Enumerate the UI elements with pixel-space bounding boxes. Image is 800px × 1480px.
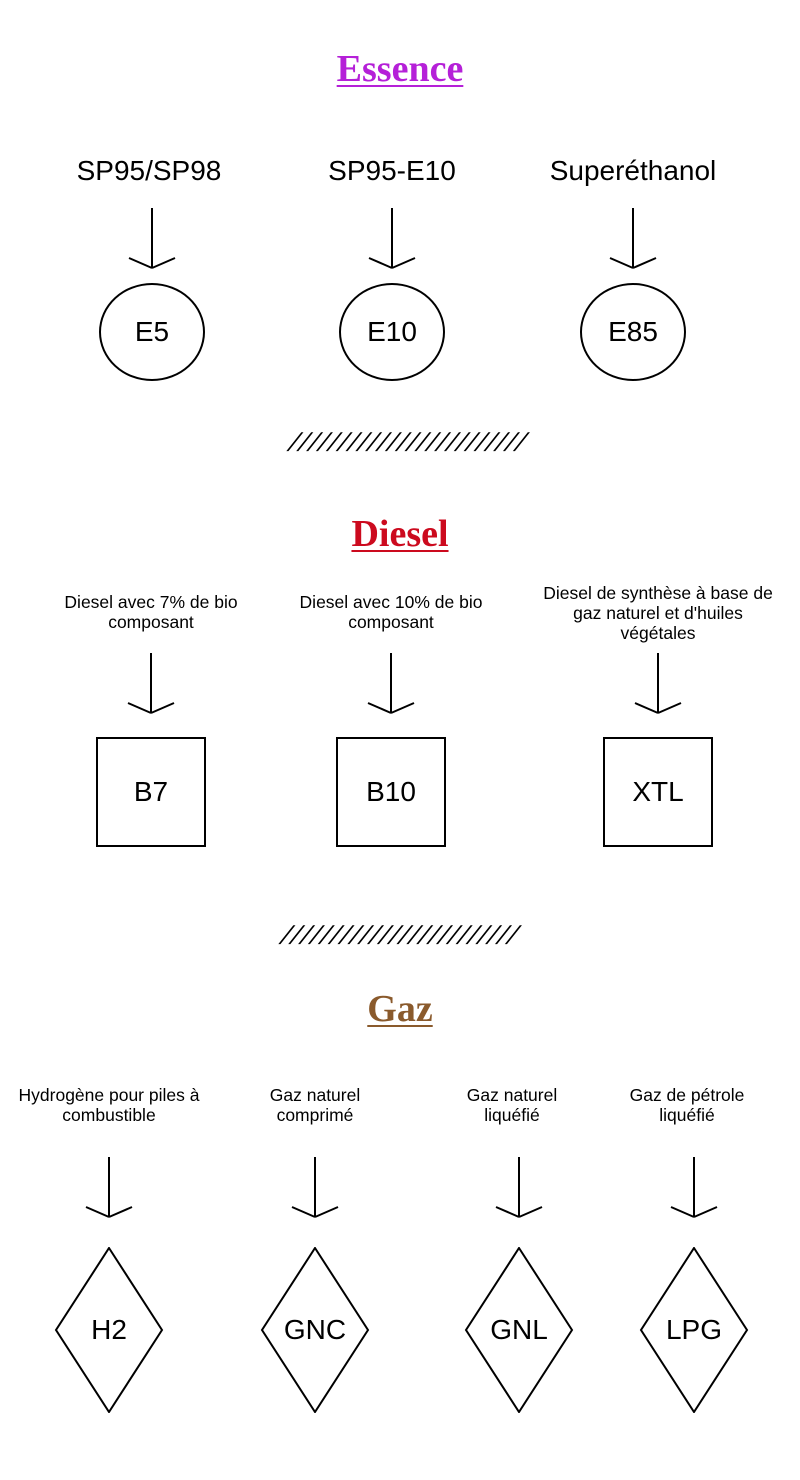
diesel-label-b7: Diesel avec 7% de bio composant: [64, 592, 238, 632]
fuel-code-square-b7: B7: [96, 737, 206, 847]
section-separator: ////////////////////////: [283, 429, 529, 455]
fuel-code-diamond-gnl: GNL: [464, 1247, 574, 1413]
down-arrow-icon: [85, 1157, 133, 1218]
diesel-label-b10: Diesel avec 10% de bio composant: [299, 592, 483, 632]
fuel-code-diamond-gnc: GNC: [260, 1247, 370, 1413]
fuel-code-circle-e5: E5: [99, 283, 205, 381]
fuel-code-square-b10: B10: [336, 737, 446, 847]
diesel-title: Diesel: [351, 513, 449, 555]
essence-label-sp95-e10: SP95-E10: [328, 155, 456, 186]
fuel-code-lpg: LPG: [665, 1314, 723, 1345]
fuel-code-diamond-h2: H2: [54, 1247, 164, 1413]
gaz-label-gnl: Gaz naturel liquéfié: [466, 1085, 558, 1125]
fuel-code-square-xtl: XTL: [603, 737, 713, 847]
down-arrow-icon: [609, 208, 657, 269]
down-arrow-icon: [634, 653, 682, 714]
gaz-label-h2: Hydrogène pour piles à combustible: [18, 1085, 200, 1125]
gaz-label-gnc: Gaz naturel comprimé: [269, 1085, 361, 1125]
down-arrow-icon: [127, 653, 175, 714]
fuel-code-circle-e10: E10: [339, 283, 445, 381]
essence-label-superethanol: Superéthanol: [549, 155, 717, 186]
fuel-code-gnl: GNL: [490, 1314, 548, 1345]
essence-label-sp95-sp98: SP95/SP98: [76, 155, 222, 186]
section-separator: ////////////////////////: [275, 922, 521, 948]
down-arrow-icon: [367, 653, 415, 714]
essence-title: Essence: [336, 48, 464, 90]
gaz-title: Gaz: [367, 988, 433, 1030]
diesel-label-xtl: Diesel de synthèse à base de gaz naturel…: [543, 583, 773, 643]
down-arrow-icon: [495, 1157, 543, 1218]
gaz-label-lpg: Gaz de pétrole liquéfié: [629, 1085, 745, 1125]
fuel-code-gnc: GNC: [283, 1314, 347, 1345]
fuel-code-diamond-lpg: LPG: [639, 1247, 749, 1413]
down-arrow-icon: [128, 208, 176, 269]
fuel-code-h2: H2: [91, 1314, 127, 1345]
down-arrow-icon: [670, 1157, 718, 1218]
down-arrow-icon: [291, 1157, 339, 1218]
fuel-code-circle-e85: E85: [580, 283, 686, 381]
down-arrow-icon: [368, 208, 416, 269]
